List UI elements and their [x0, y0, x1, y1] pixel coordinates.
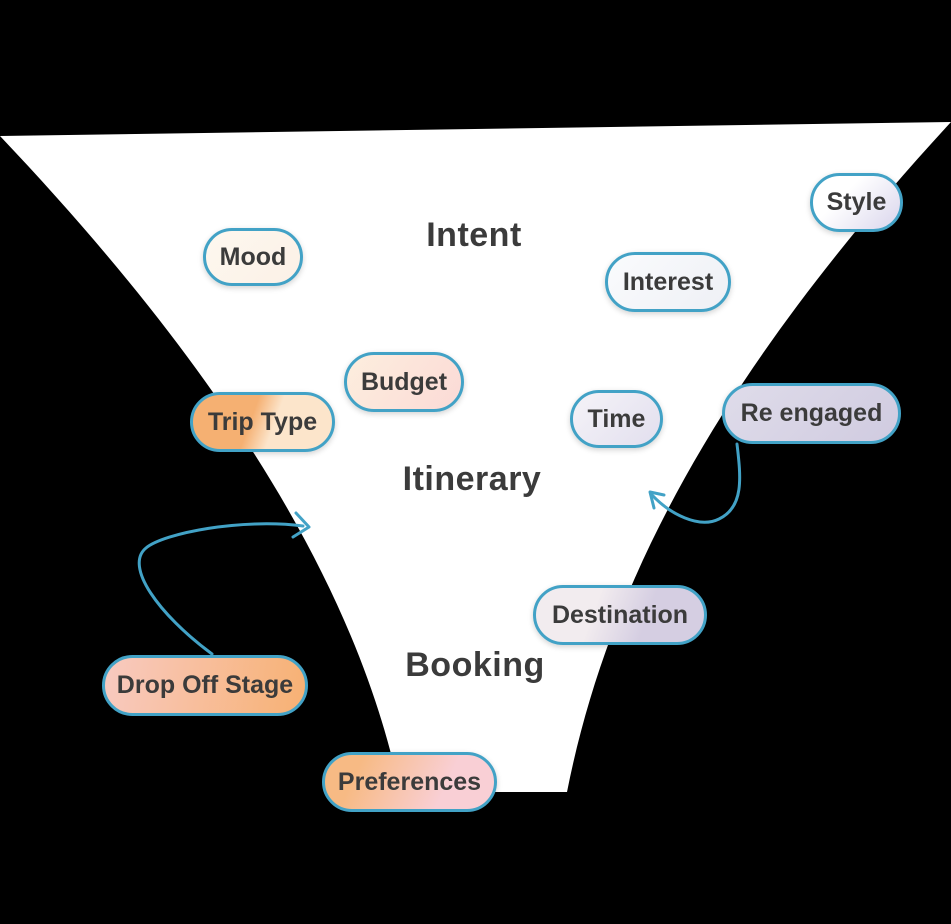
pill-drop-off-stage: Drop Off Stage: [102, 655, 308, 716]
stage-heading-booking: Booking: [405, 646, 545, 684]
pill-mood: Mood: [203, 228, 303, 286]
drop-off-arrow: [137, 511, 311, 656]
pill-budget: Budget: [344, 352, 464, 412]
re-engaged-arrowhead-icon: [648, 490, 666, 510]
stage-heading-itinerary: Itinerary: [402, 460, 542, 498]
pill-destination: Destination: [533, 585, 707, 645]
stage-heading-intent: Intent: [426, 216, 522, 254]
drop-off-arrowhead-icon: [291, 511, 311, 539]
pill-style: Style: [810, 173, 903, 232]
pill-preferences: Preferences: [322, 752, 497, 812]
re-engaged-arrow: [648, 442, 742, 524]
pill-trip-type: Trip Type: [190, 392, 335, 452]
pill-time: Time: [570, 390, 663, 448]
pill-re-engaged: Re engaged: [722, 383, 901, 444]
pill-interest: Interest: [605, 252, 731, 312]
